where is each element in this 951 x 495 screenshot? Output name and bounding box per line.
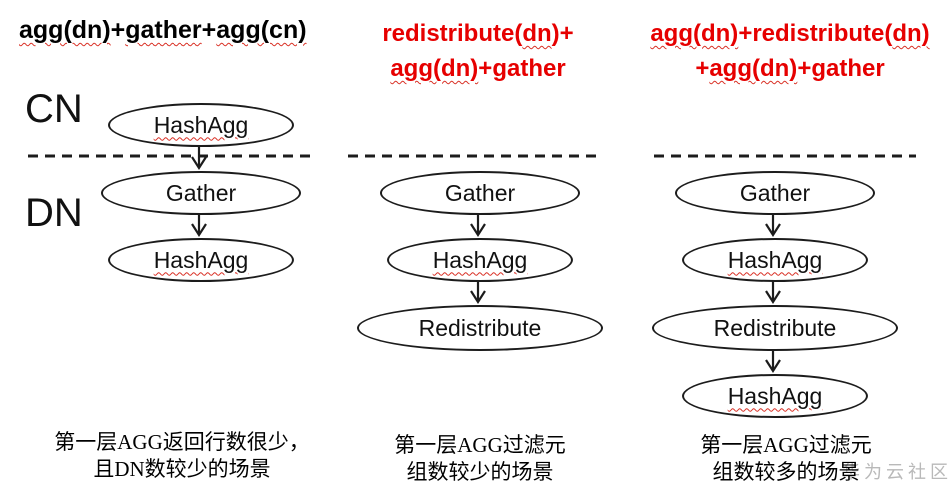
- plan3-title: agg(dn)+redistribute(dn)+agg(dn)+gather: [650, 20, 930, 82]
- plan3-node-hashagg-upper: HashAgg: [682, 238, 868, 282]
- node-label: HashAgg: [727, 382, 823, 409]
- plan1-node-hashagg-dn: HashAgg: [108, 238, 294, 282]
- node-label: HashAgg: [153, 111, 249, 138]
- node-label: Gather: [165, 179, 237, 206]
- plan3-arrow-hashagg-to-redistribute: [765, 278, 781, 305]
- plan1-arrow-gather-to-hashagg: [191, 211, 207, 238]
- plan1-node-gather: Gather: [101, 171, 301, 215]
- plan2-node-redistribute: Redistribute: [357, 305, 603, 351]
- node-label: HashAgg: [727, 246, 823, 273]
- plan3-arrow-redistribute-to-hashagg: [765, 347, 781, 374]
- plan2-title: redistribute(dn)+agg(dn)+gather: [382, 20, 574, 82]
- node-label: Gather: [444, 179, 516, 206]
- cn-region-label: CN: [25, 87, 83, 131]
- community-watermark: 华为云社区: [842, 462, 951, 482]
- plan3-caption: 第一层AGG过滤元 组数较多的场景: [700, 433, 872, 484]
- node-label: Gather: [739, 179, 811, 206]
- plan2-node-gather: Gather: [380, 171, 580, 215]
- plan3-arrow-gather-to-hashagg: [765, 211, 781, 238]
- plan3-node-gather: Gather: [675, 171, 875, 215]
- plan1-arrow-hashagg-to-gather: [191, 143, 207, 171]
- plan2-arrow-gather-to-hashagg: [470, 211, 486, 238]
- plan2-arrow-hashagg-to-redistribute: [470, 278, 486, 305]
- node-label: Redistribute: [713, 314, 837, 341]
- node-label: Redistribute: [418, 314, 542, 341]
- plan3-node-hashagg-lower: HashAgg: [682, 374, 868, 418]
- dn-region-label: DN: [25, 191, 83, 235]
- node-label: HashAgg: [432, 246, 528, 273]
- plan1-node-hashagg-cn: HashAgg: [108, 103, 294, 147]
- node-label: HashAgg: [153, 246, 249, 273]
- plan1-caption: 第一层AGG返回行数很少， 且DN数较少的场景: [54, 430, 310, 481]
- plan2-caption: 第一层AGG过滤元 组数较少的场景: [394, 433, 566, 484]
- plan3-node-redistribute: Redistribute: [652, 305, 898, 351]
- plan2-node-hashagg: HashAgg: [387, 238, 573, 282]
- plan1-title: agg(dn)+gather+agg(cn): [19, 16, 307, 44]
